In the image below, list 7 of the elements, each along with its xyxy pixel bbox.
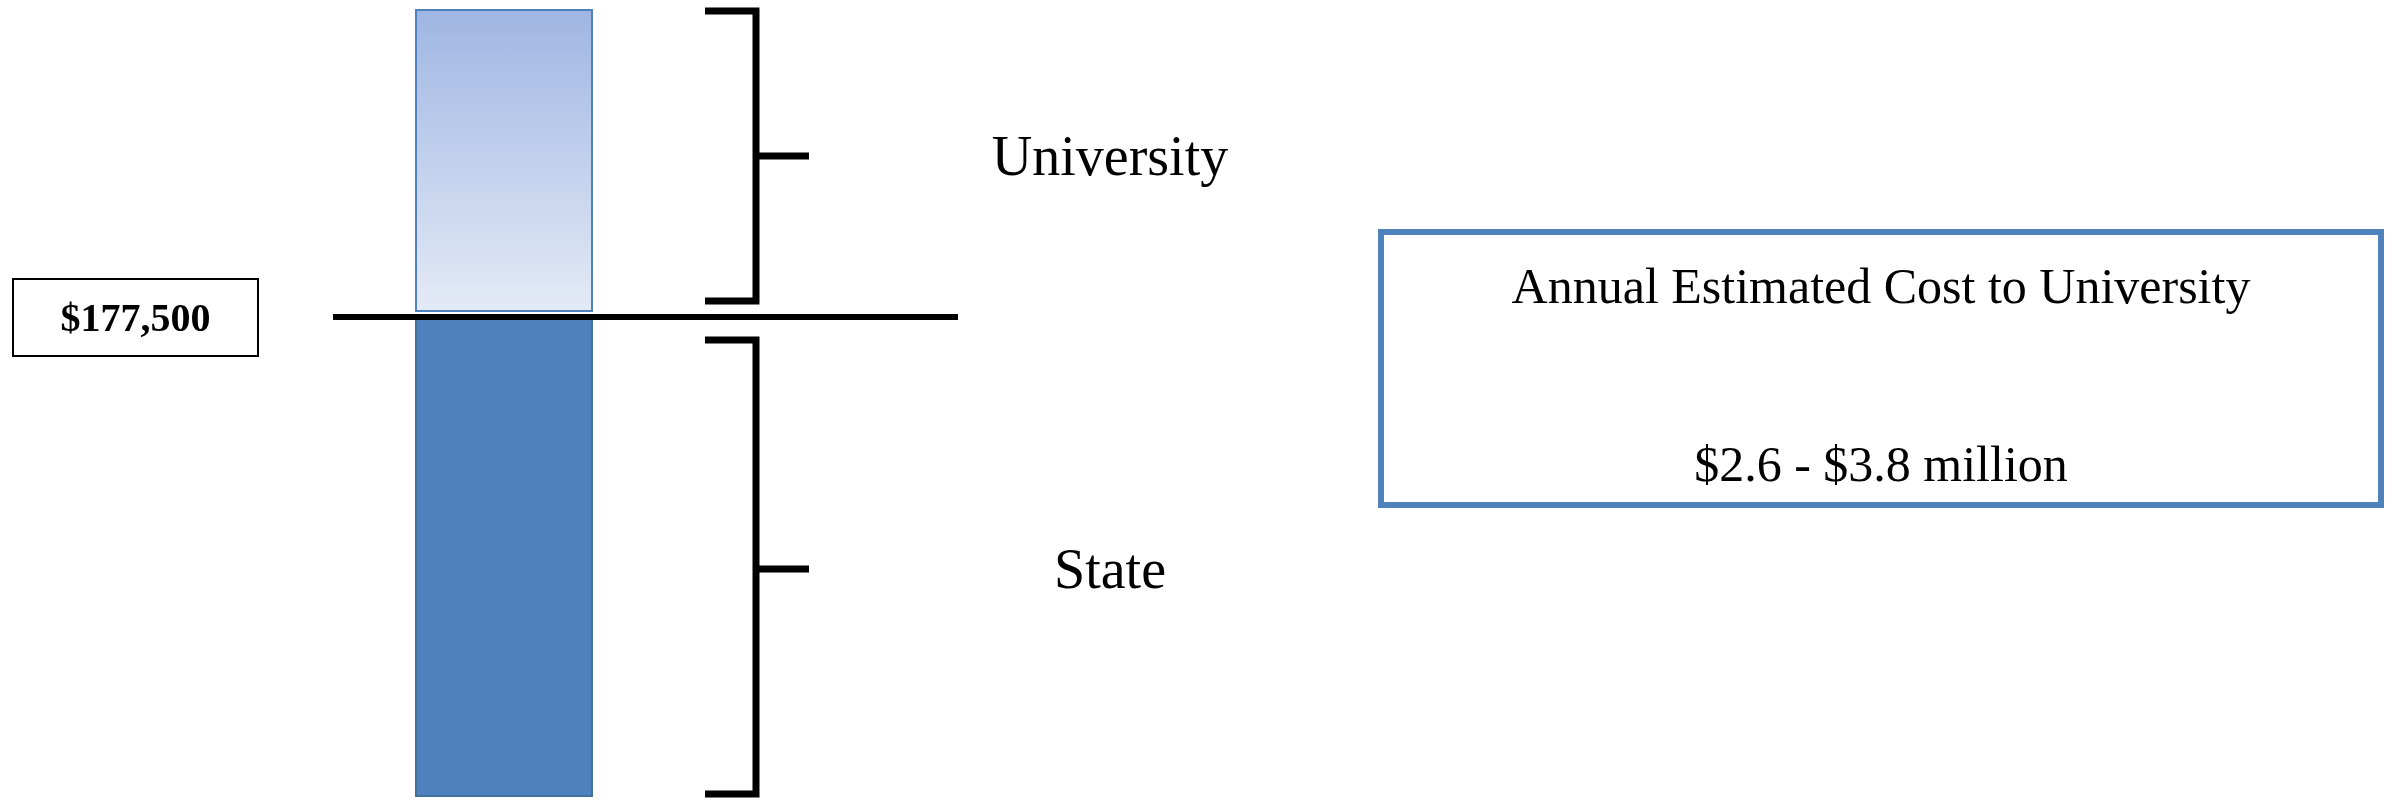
value-label: $177,500 — [60, 294, 211, 341]
cost-range: $2.6 - $3.8 million — [1693, 435, 2069, 493]
value-box — [12, 278, 259, 357]
bracket-label: University — [991, 124, 1229, 188]
cost-box — [1378, 229, 2384, 508]
box-heading: Annual Estimated Cost to University — [1510, 257, 2252, 315]
bracket-label: State — [1054, 537, 1166, 601]
